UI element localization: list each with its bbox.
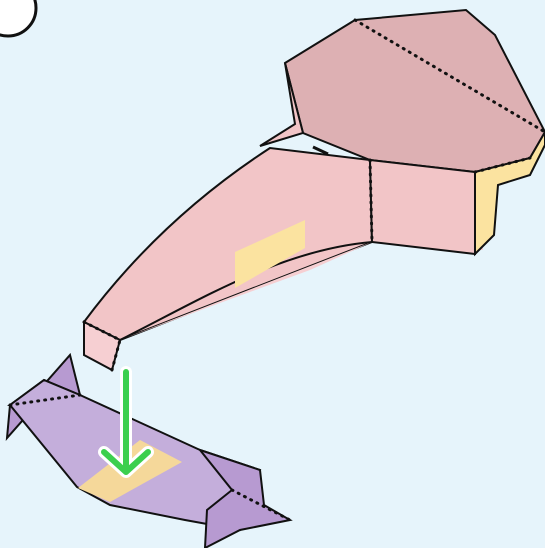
top-part-front-face (370, 160, 475, 254)
